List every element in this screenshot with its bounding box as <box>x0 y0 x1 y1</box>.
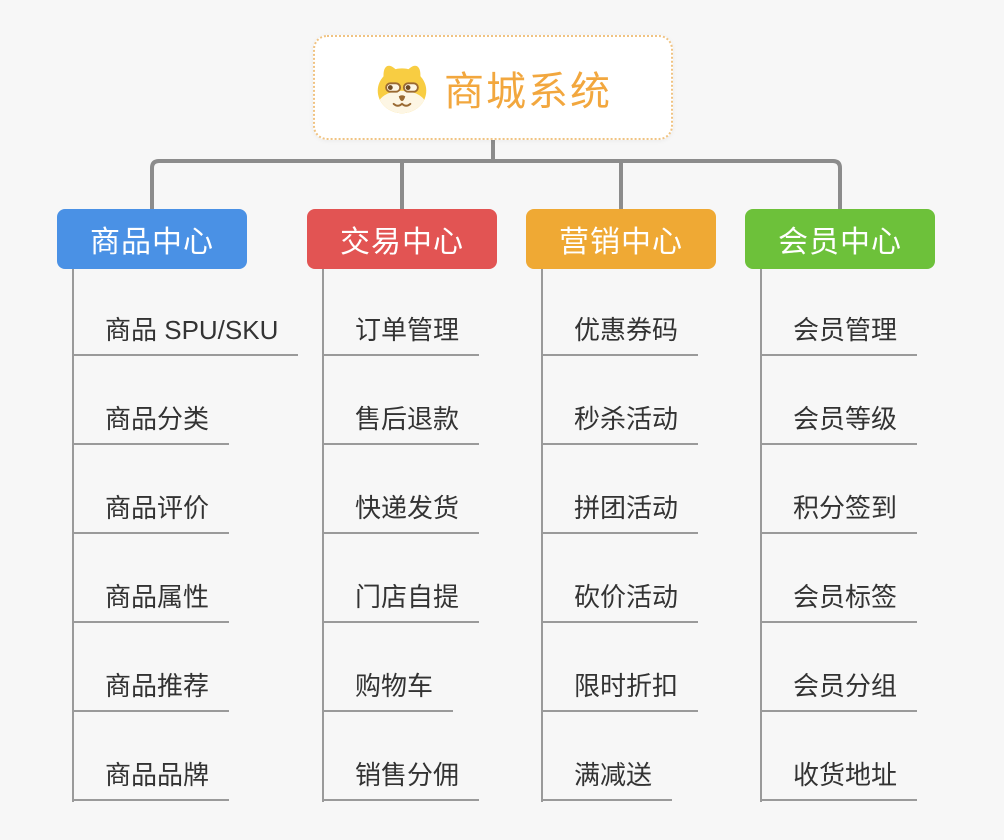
tree-item[interactable]: 秒杀活动 <box>541 402 699 445</box>
tree-item[interactable]: 优惠券码 <box>541 313 699 356</box>
branch-vertical-line <box>541 269 543 802</box>
tree-item[interactable]: 会员标签 <box>760 580 918 623</box>
tree-item[interactable]: 商品属性 <box>72 580 230 623</box>
tree-item[interactable]: 限时折扣 <box>541 669 699 712</box>
tree-item[interactable]: 积分签到 <box>760 491 918 534</box>
branch-header-marketing-center[interactable]: 营销中心 <box>526 209 716 269</box>
tree-item[interactable]: 会员分组 <box>760 669 918 712</box>
root-node[interactable]: 商城系统 <box>313 35 673 140</box>
tree-item[interactable]: 门店自提 <box>322 580 480 623</box>
tree-item[interactable]: 会员管理 <box>760 313 918 356</box>
tree-item[interactable]: 商品分类 <box>72 402 230 445</box>
tree-item[interactable]: 满减送 <box>541 758 673 801</box>
branch-header-product-center[interactable]: 商品中心 <box>57 209 247 269</box>
tree-item[interactable]: 商品 SPU/SKU <box>72 313 299 356</box>
dog-face-icon <box>377 65 427 113</box>
branch-header-member-center[interactable]: 会员中心 <box>745 209 935 269</box>
tree-item[interactable]: 砍价活动 <box>541 580 699 623</box>
tree-item[interactable]: 收货地址 <box>760 758 918 801</box>
tree-item[interactable]: 商品评价 <box>72 491 230 534</box>
tree-item[interactable]: 售后退款 <box>322 402 480 445</box>
branch-vertical-line <box>760 269 762 802</box>
branch-header-trade-center[interactable]: 交易中心 <box>307 209 497 269</box>
tree-item[interactable]: 销售分佣 <box>322 758 480 801</box>
tree-item[interactable]: 会员等级 <box>760 402 918 445</box>
tree-item[interactable]: 拼团活动 <box>541 491 699 534</box>
tree-item[interactable]: 商品推荐 <box>72 669 230 712</box>
branch-vertical-line <box>322 269 324 802</box>
tree-item[interactable]: 订单管理 <box>322 313 480 356</box>
branch-vertical-line <box>72 269 74 802</box>
tree-item[interactable]: 商品品牌 <box>72 758 230 801</box>
root-title: 商城系统 <box>444 69 612 114</box>
tree-item[interactable]: 快递发货 <box>322 491 480 534</box>
tree-item[interactable]: 购物车 <box>322 669 454 712</box>
